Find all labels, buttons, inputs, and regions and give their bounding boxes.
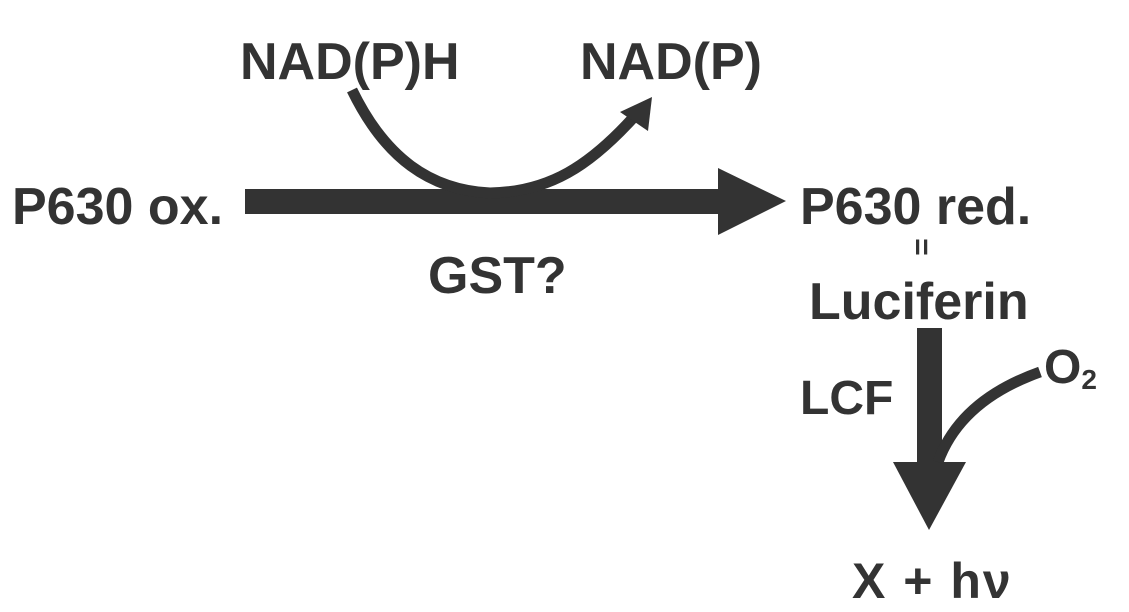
main-arrowhead bbox=[718, 168, 786, 235]
luciferase-arrowhead bbox=[893, 462, 966, 530]
final-products-label: X + hν bbox=[852, 553, 1013, 609]
cofactor-arrowhead bbox=[620, 97, 652, 131]
cofactor-in-label: NAD(P)H bbox=[240, 33, 460, 91]
luciferin-label: Luciferin bbox=[809, 273, 1029, 331]
oxygen-curve bbox=[932, 366, 1042, 464]
oxygen-subscript: 2 bbox=[1081, 364, 1097, 395]
product-label: P630 red. bbox=[800, 178, 1032, 236]
equivalence-sign: = bbox=[905, 232, 938, 262]
cofactor-curve bbox=[347, 87, 638, 199]
oxygen-label: O2 bbox=[1044, 344, 1097, 394]
enzyme-gst-label: GST? bbox=[428, 247, 567, 305]
oxygen-symbol: O bbox=[1044, 341, 1082, 394]
luciferase-arrow-shaft bbox=[917, 328, 942, 468]
substrate-label: P630 ox. bbox=[12, 178, 224, 236]
enzyme-lcf-label: LCF bbox=[800, 372, 894, 425]
equivalence-glyph: = bbox=[904, 238, 938, 256]
cofactor-out-label: NAD(P) bbox=[580, 33, 762, 91]
